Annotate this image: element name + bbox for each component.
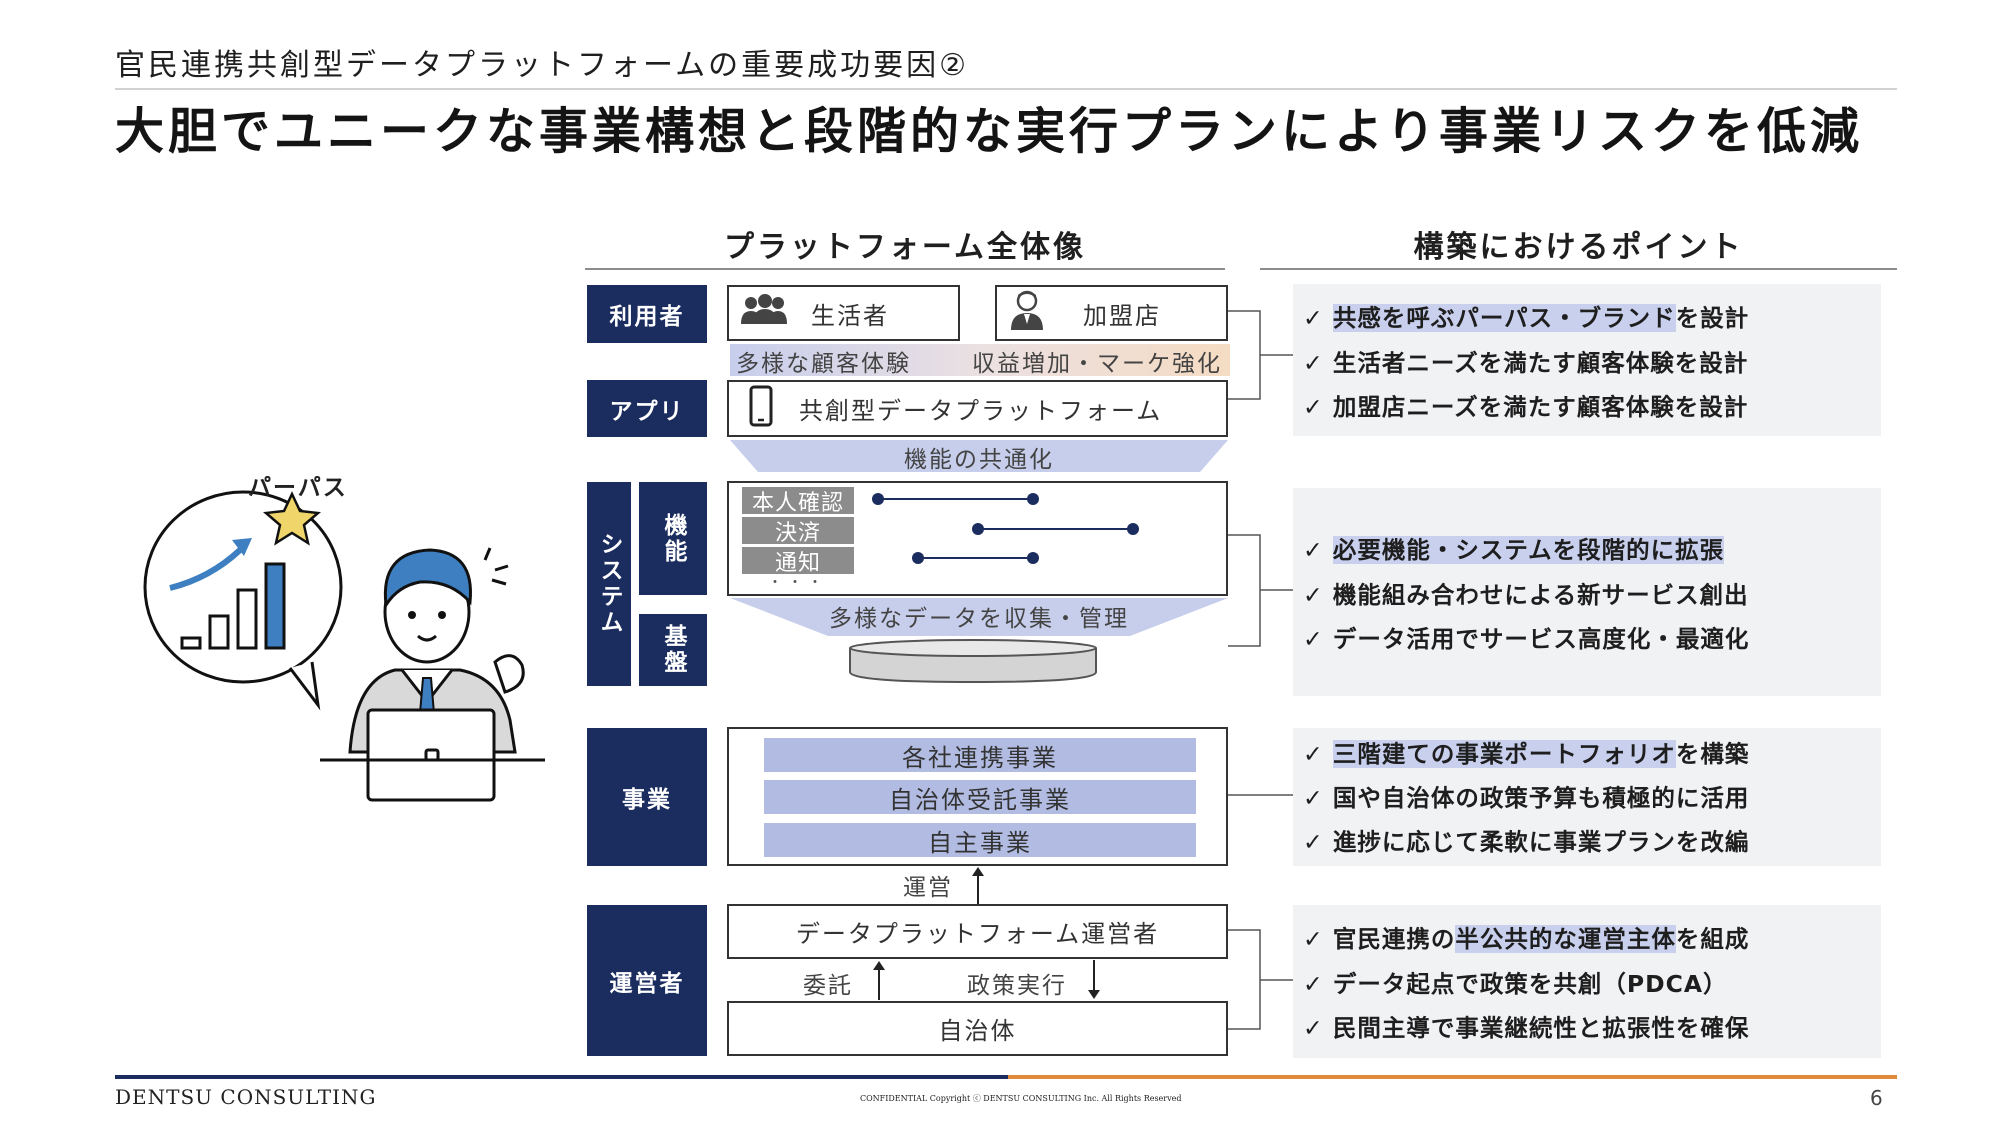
purpose-label: パーパス bbox=[248, 475, 348, 501]
merchant-value: 収益増加・マーケ強化 bbox=[972, 351, 1222, 377]
point-item: ✓ データ活用でサービス高度化・最適化 bbox=[1303, 625, 1750, 653]
points-heading: 構築におけるポイント bbox=[1413, 230, 1744, 265]
entrust-label: 委託 bbox=[803, 973, 853, 999]
footer-bar-orange bbox=[1008, 1075, 1897, 1079]
points-heading-rule bbox=[1260, 268, 1897, 270]
function-tag-identity: 本人確認 bbox=[742, 487, 854, 516]
layer-app: アプリ bbox=[587, 380, 707, 437]
footer-bar-blue bbox=[115, 1075, 1008, 1079]
bracket-connectors bbox=[1228, 280, 1293, 1060]
point-item: ✓ 三階建ての事業ポートフォリオを構築 bbox=[1303, 740, 1750, 768]
database-icon bbox=[848, 638, 1098, 684]
layer-system: システム bbox=[587, 482, 631, 686]
function-tag-payment: 決済 bbox=[742, 517, 854, 546]
data-collect-label: 多様なデータを収集・管理 bbox=[829, 606, 1129, 632]
footer-confidential: CONFIDENTIAL Copyright ⓒ DENTSU CONSULTI… bbox=[860, 1094, 1182, 1103]
points-panel-system: ✓ 必要機能・システムを段階的に拡張 ✓ 機能組み合わせによる新サービス創出 ✓… bbox=[1293, 488, 1881, 696]
business-row-own: 自主事業 bbox=[764, 823, 1196, 857]
point-item: ✓ 機能組み合わせによる新サービス創出 bbox=[1303, 581, 1749, 609]
smartphone-icon bbox=[749, 385, 773, 433]
point-item: ✓ データ起点で政策を共創（PDCA） bbox=[1303, 970, 1728, 998]
data-funnel bbox=[730, 598, 1228, 636]
page-number: 6 bbox=[1870, 1086, 1883, 1110]
point-item: ✓ 官民連携の半公共的な運営主体を組成 bbox=[1303, 925, 1750, 953]
app-box: 共創型データプラットフォーム bbox=[727, 380, 1228, 437]
layer-function: 機能 bbox=[639, 482, 707, 595]
policy-arrow bbox=[1084, 960, 1104, 1000]
merchant-person-icon bbox=[1009, 290, 1045, 336]
operate-arrow bbox=[968, 866, 988, 904]
slide-title: 大胆でユニークな事業構想と段階的な実行プランにより事業リスクを低減 bbox=[115, 103, 1864, 160]
municipality-box: 自治体 bbox=[727, 1001, 1228, 1056]
function-connections bbox=[870, 488, 1140, 568]
operate-label: 運営 bbox=[903, 875, 953, 901]
layer-users: 利用者 bbox=[587, 285, 707, 343]
layer-business: 事業 bbox=[587, 728, 707, 866]
function-more: ・・・ bbox=[768, 575, 828, 591]
platform-heading: プラットフォーム全体像 bbox=[723, 230, 1087, 265]
merchant-label: 加盟店 bbox=[1083, 301, 1161, 330]
app-box-label: 共創型データプラットフォーム bbox=[799, 397, 1163, 425]
footer-brand: DENTSU CONSULTING bbox=[115, 1085, 377, 1109]
merchant-box: 加盟店 bbox=[995, 285, 1228, 341]
point-item: ✓ 進捗に応じて柔軟に事業プランを改編 bbox=[1303, 828, 1750, 856]
operator-box: データプラットフォーム運営者 bbox=[727, 904, 1228, 959]
title-divider bbox=[115, 88, 1897, 90]
point-item: ✓ 民間主導で事業継続性と拡張性を確保 bbox=[1303, 1014, 1750, 1042]
businessman-illustration bbox=[140, 470, 560, 814]
consumer-label: 生活者 bbox=[811, 301, 889, 330]
function-tag-notification: 通知 bbox=[742, 547, 854, 576]
point-item: ✓ 加盟店ニーズを満たす顧客体験を設計 bbox=[1303, 393, 1749, 421]
entrust-arrow bbox=[869, 960, 889, 1000]
slide-subtitle: 官民連携共創型データプラットフォームの重要成功要因② bbox=[115, 48, 969, 83]
business-row-partner: 各社連携事業 bbox=[764, 738, 1196, 772]
consumer-box: 生活者 bbox=[727, 285, 960, 341]
commonize-funnel bbox=[730, 440, 1228, 472]
business-row-municipal: 自治体受託事業 bbox=[764, 780, 1196, 814]
value-band bbox=[730, 344, 1230, 376]
policy-label: 政策実行 bbox=[967, 973, 1067, 999]
point-item: ✓ 共感を呼ぶパーパス・ブランドを設計 bbox=[1303, 304, 1750, 332]
commonize-label: 機能の共通化 bbox=[904, 447, 1054, 473]
platform-heading-rule bbox=[585, 268, 1225, 270]
points-panel-business: ✓ 三階建ての事業ポートフォリオを構築 ✓ 国や自治体の政策予算も積極的に活用 … bbox=[1293, 728, 1881, 866]
people-icon bbox=[739, 294, 789, 332]
point-item: ✓ 必要機能・システムを段階的に拡張 bbox=[1303, 536, 1725, 564]
consumer-value: 多様な顧客体験 bbox=[736, 351, 911, 377]
points-panel-users: ✓ 共感を呼ぶパーパス・ブランドを設計 ✓ 生活者ニーズを満たす顧客体験を設計 … bbox=[1293, 284, 1881, 436]
layer-base: 基盤 bbox=[639, 614, 707, 686]
points-panel-operator: ✓ 官民連携の半公共的な運営主体を組成 ✓ データ起点で政策を共創（PDCA） … bbox=[1293, 905, 1881, 1058]
point-item: ✓ 国や自治体の政策予算も積極的に活用 bbox=[1303, 784, 1750, 812]
layer-operator: 運営者 bbox=[587, 905, 707, 1056]
point-item: ✓ 生活者ニーズを満たす顧客体験を設計 bbox=[1303, 349, 1749, 377]
